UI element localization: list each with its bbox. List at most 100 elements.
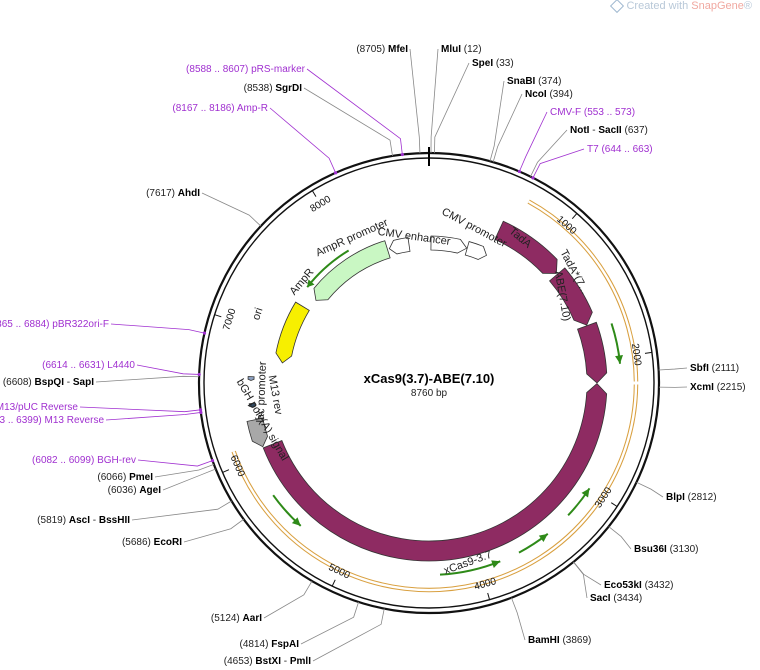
feature-label-m13-lbl: M13 rev (266, 374, 285, 416)
enzyme-aari[interactable]: (5124) AarI (211, 613, 262, 624)
primer-prs[interactable]: (8588 .. 8607) pRS-marker (186, 64, 306, 75)
site-label-text: (6036) AgeI (108, 485, 162, 496)
enzyme-mfei[interactable]: (8705) MfeI (356, 44, 408, 55)
enzyme-bsu36i[interactable]: Bsu36I (3130) (634, 544, 698, 555)
scale-tick (571, 213, 578, 220)
site-position: (7617) (146, 188, 175, 199)
enzyme-bamhi[interactable]: BamHI (3869) (528, 635, 591, 646)
scale-tick-label: 8000 (308, 194, 333, 215)
primer-site-ampr (334, 171, 338, 175)
feature-cmvprom[interactable] (464, 241, 487, 260)
site-position: (8538) (244, 83, 273, 94)
site-name: T7 (587, 144, 599, 155)
enzyme-bspqi[interactable]: (6608) BspQI - SapI (3, 377, 94, 388)
enzyme-ahdi[interactable]: (7617) AhdI (146, 188, 200, 199)
enzyme-sgrdi[interactable]: (8538) SgrDI (244, 83, 303, 94)
primer-m13puc[interactable]: (6396 .. 6418) M13/pUC Reverse (0, 402, 78, 413)
site-label-text: (6082 .. 6099) BGH-rev (32, 455, 136, 466)
watermark-suffix: ® (743, 0, 752, 12)
scale-tick-label: 6000 (228, 454, 247, 479)
enzyme-agei[interactable]: (6036) AgeI (108, 485, 162, 496)
leader-pmei (154, 463, 215, 478)
enzyme-fspai[interactable]: (4814) FspAI (240, 639, 300, 650)
leader-l4440 (136, 364, 200, 375)
enzyme-bstxi[interactable]: (4653) BstXI - PmlI (224, 656, 311, 667)
feature-m13[interactable] (248, 402, 256, 408)
enzyme-sbfi[interactable]: SbfI (2111) (690, 363, 739, 374)
leader-ncoi (492, 93, 523, 163)
leader-cmvf (519, 111, 548, 172)
site-label-text: (8538) SgrDI (244, 83, 303, 94)
feature-bgh[interactable] (246, 417, 268, 448)
site-label-text: (8588 .. 8607) pRS-marker (186, 64, 306, 75)
primer-site-cmvf (517, 169, 521, 174)
enzyme-xcmi[interactable]: XcmI (2215) (690, 382, 746, 393)
primer-cmvf[interactable]: CMV-F (553 .. 573) (550, 107, 635, 118)
leader-mlui (430, 48, 439, 154)
feature-lacprom[interactable] (247, 376, 255, 381)
site-position: (2812) (688, 492, 717, 503)
leader-ecori (183, 518, 244, 543)
feature-cas9[interactable] (262, 383, 608, 562)
site-label-text: SnaBI (374) (507, 76, 561, 87)
primer-pbr[interactable]: (6865 .. 6884) pBR322ori-F (0, 319, 109, 330)
leader-bspqi (95, 375, 200, 383)
feature-arrows (246, 220, 608, 562)
site-name: SgrDI (275, 83, 302, 94)
orf-arrow-head (291, 517, 301, 526)
site-label-text: (4814) FspAI (240, 639, 300, 650)
enzyme-ncoi[interactable]: NcoI (394) (525, 89, 573, 100)
site-label-text: Eco53kI (3432) (604, 580, 674, 591)
site-position: (2111) (712, 363, 739, 374)
site-name: SpeI (472, 58, 493, 69)
enzyme-spei[interactable]: SpeI (33) (472, 58, 514, 69)
site-name: SacI (590, 593, 611, 604)
primer-t7[interactable]: T7 (644 .. 663) (587, 144, 653, 155)
primer-site-prs (400, 152, 404, 157)
watermark-brand: SnapGene (691, 0, 744, 12)
primer-site-t7 (531, 176, 535, 180)
feature-ori[interactable] (275, 301, 310, 364)
site-position: (5819) (37, 515, 66, 526)
site-name-2: BssHII (99, 515, 130, 526)
enzyme-mlui[interactable]: MluI (12) (441, 44, 482, 55)
enzyme-saci[interactable]: SacI (3434) (590, 593, 642, 604)
site-position: (3434) (613, 593, 642, 604)
site-name-2: SacII (598, 125, 622, 136)
site-position: (6082 .. 6099) (32, 455, 94, 466)
enzyme-eco53ki[interactable]: Eco53kI (3432) (604, 580, 674, 591)
enzyme-snabi[interactable]: SnaBI (374) (507, 76, 561, 87)
primer-m13rev[interactable]: (6383 .. 6399) M13 Reverse (0, 415, 104, 426)
site-joiner: - (64, 377, 73, 388)
site-position: (33) (496, 58, 514, 69)
feature-abe[interactable] (577, 321, 608, 384)
site-name: AhdI (178, 188, 200, 199)
primer-l4440[interactable]: (6614 .. 6631) L4440 (42, 360, 135, 371)
feature-tada[interactable] (494, 220, 558, 274)
feature-cmvenh[interactable] (430, 235, 468, 254)
site-position: (2215) (717, 382, 746, 393)
feature-ampprom[interactable] (388, 237, 411, 255)
enzyme-noti[interactable]: NotI - SacII (637) (570, 125, 648, 136)
scale-tick-label: 3000 (593, 485, 615, 510)
feature-amp[interactable] (313, 240, 391, 301)
site-position: (637) (624, 125, 647, 136)
site-label-text: BlpI (2812) (666, 492, 717, 503)
site-position: (12) (464, 44, 482, 55)
enzyme-pmei[interactable]: (6066) PmeI (97, 472, 153, 483)
site-name: SbfI (690, 363, 709, 374)
primer-ampr[interactable]: (8167 .. 8186) Amp-R (172, 103, 268, 114)
enzyme-ecori[interactable]: (5686) EcoRI (122, 537, 182, 548)
site-name-2: SapI (73, 377, 94, 388)
enzyme-blpi[interactable]: BlpI (2812) (666, 492, 717, 503)
feature-tada2[interactable] (548, 267, 593, 326)
site-position: (3432) (645, 580, 674, 591)
enzyme-asci[interactable]: (5819) AscI - BssHII (37, 515, 130, 526)
site-name: Bsu36I (634, 544, 667, 555)
site-name: AarI (243, 613, 263, 624)
orf-arrow-head (615, 354, 623, 364)
site-label-text: (5686) EcoRI (122, 537, 182, 548)
primer-bghrev[interactable]: (6082 .. 6099) BGH-rev (32, 455, 136, 466)
scale-tick-label: 5000 (327, 562, 352, 582)
